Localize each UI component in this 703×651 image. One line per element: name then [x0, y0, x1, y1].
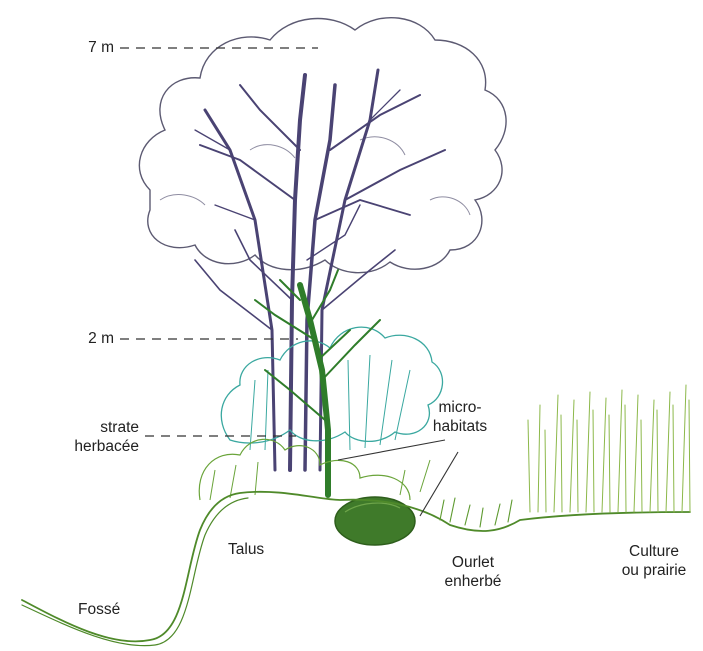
label-2m: 2 m	[60, 329, 114, 348]
meadow-grass	[528, 385, 690, 512]
label-herb-layer-line2: herbacée	[40, 437, 139, 456]
canopy-outline	[139, 18, 506, 273]
label-culture-line1: Culture	[608, 542, 700, 561]
label-herb-layer: strate herbacée	[40, 418, 139, 456]
canopy-inner-lines	[160, 137, 470, 215]
herb-mound	[199, 439, 430, 500]
verge-grass	[440, 498, 512, 527]
leader-to-stone	[420, 452, 458, 516]
label-ourlet-line2: enherbé	[432, 572, 514, 591]
label-culture: Culture ou prairie	[608, 542, 700, 580]
label-herb-layer-line1: strate	[40, 418, 139, 437]
label-microhabitats-line1: micro-	[420, 398, 500, 417]
label-microhabitats: micro- habitats	[420, 398, 500, 436]
label-fosse: Fossé	[78, 600, 120, 619]
label-microhabitats-line2: habitats	[420, 417, 500, 436]
label-ourlet: Ourlet enherbé	[432, 553, 514, 591]
leader-to-tree	[338, 440, 445, 460]
label-talus: Talus	[228, 540, 264, 559]
tree-trunk-branches	[195, 70, 445, 470]
tree-canopy	[139, 18, 506, 273]
label-culture-line2: ou prairie	[608, 561, 700, 580]
shrub-layer	[221, 327, 442, 450]
height-markers	[120, 48, 318, 436]
label-ourlet-line1: Ourlet	[432, 553, 514, 572]
label-7m: 7 m	[60, 38, 114, 57]
